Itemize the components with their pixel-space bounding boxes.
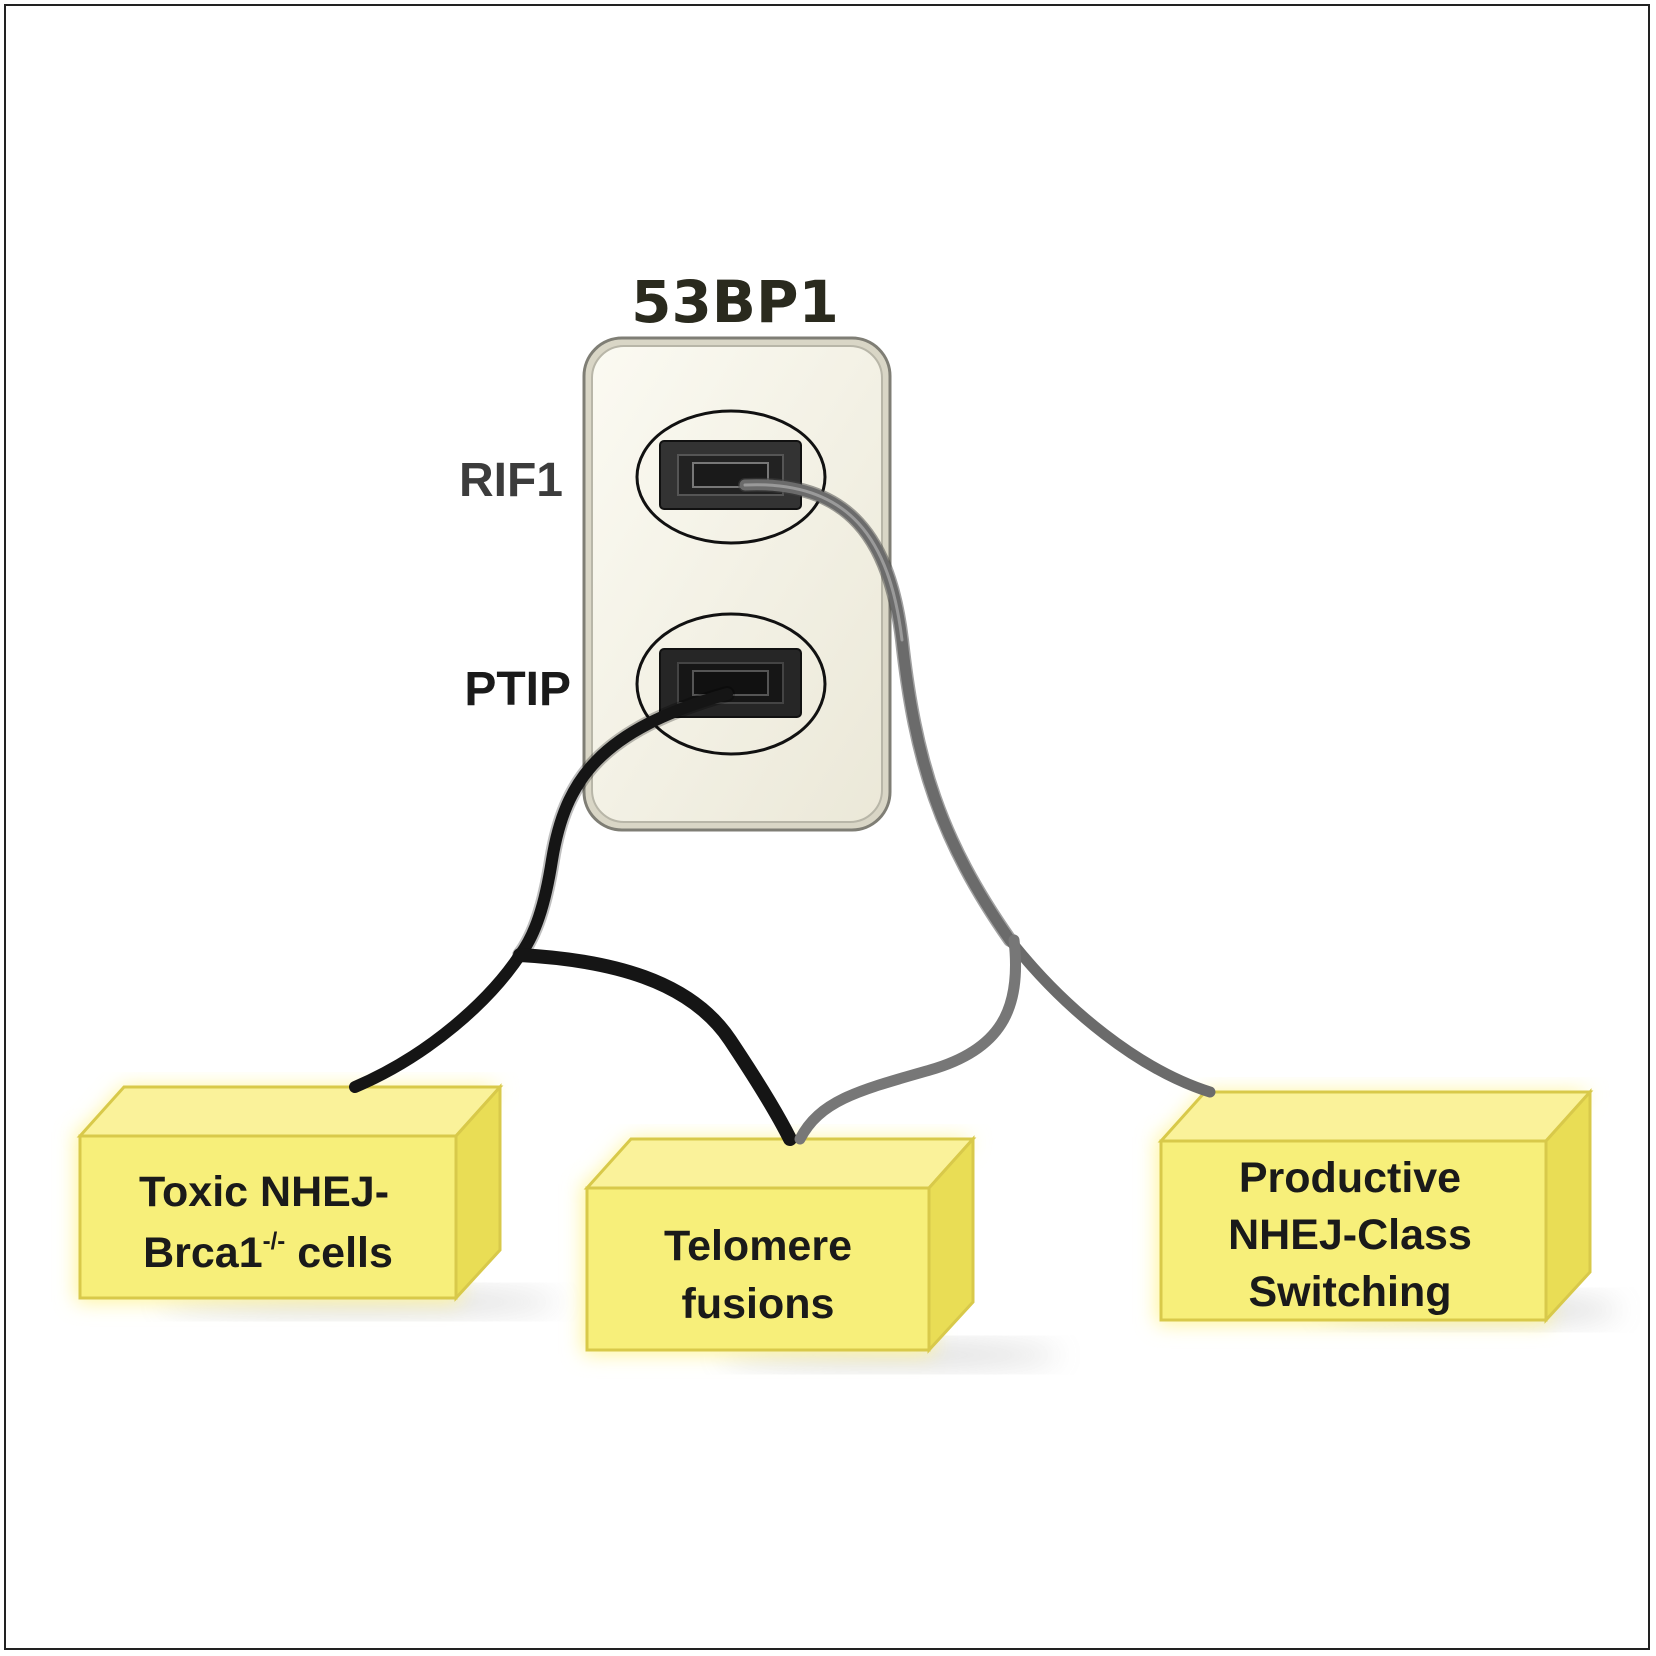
- brca1-text: Brca1: [143, 1229, 263, 1277]
- telomere-line-2: fusions: [682, 1280, 835, 1328]
- figure-frame: [4, 4, 1650, 1650]
- cells-text: cells: [285, 1229, 393, 1277]
- toxic-nhej-box: [76, 1083, 504, 1302]
- telomere-line-1: Telomere: [664, 1222, 852, 1270]
- ptip-label: PTIP: [464, 663, 571, 716]
- productive-nhej-label: Productive NHEJ-Class Switching: [1228, 1154, 1472, 1316]
- brca1-superscript: -/-: [263, 1228, 286, 1255]
- productive-nhej-box: [1157, 1088, 1594, 1324]
- toxic-nhej-line-2: Brca1-/- cells: [143, 1228, 393, 1277]
- diagram-title: 53BP1: [631, 268, 839, 336]
- toxic-nhej-line-1: Toxic NHEJ-: [139, 1168, 389, 1216]
- rif1-socket-icon: [635, 409, 827, 545]
- cable-icon: [349, 477, 1216, 1146]
- toxic-nhej-label: Toxic NHEJ- Brca1-/- cells: [139, 1168, 393, 1277]
- telomere-fusions-box: [583, 1135, 977, 1354]
- telomere-fusions-label: Telomere fusions: [664, 1222, 852, 1328]
- productive-line-3: Switching: [1248, 1268, 1451, 1316]
- productive-line-2: NHEJ-Class: [1228, 1211, 1472, 1259]
- productive-line-1: Productive: [1239, 1154, 1461, 1202]
- rif1-label: RIF1: [459, 454, 563, 507]
